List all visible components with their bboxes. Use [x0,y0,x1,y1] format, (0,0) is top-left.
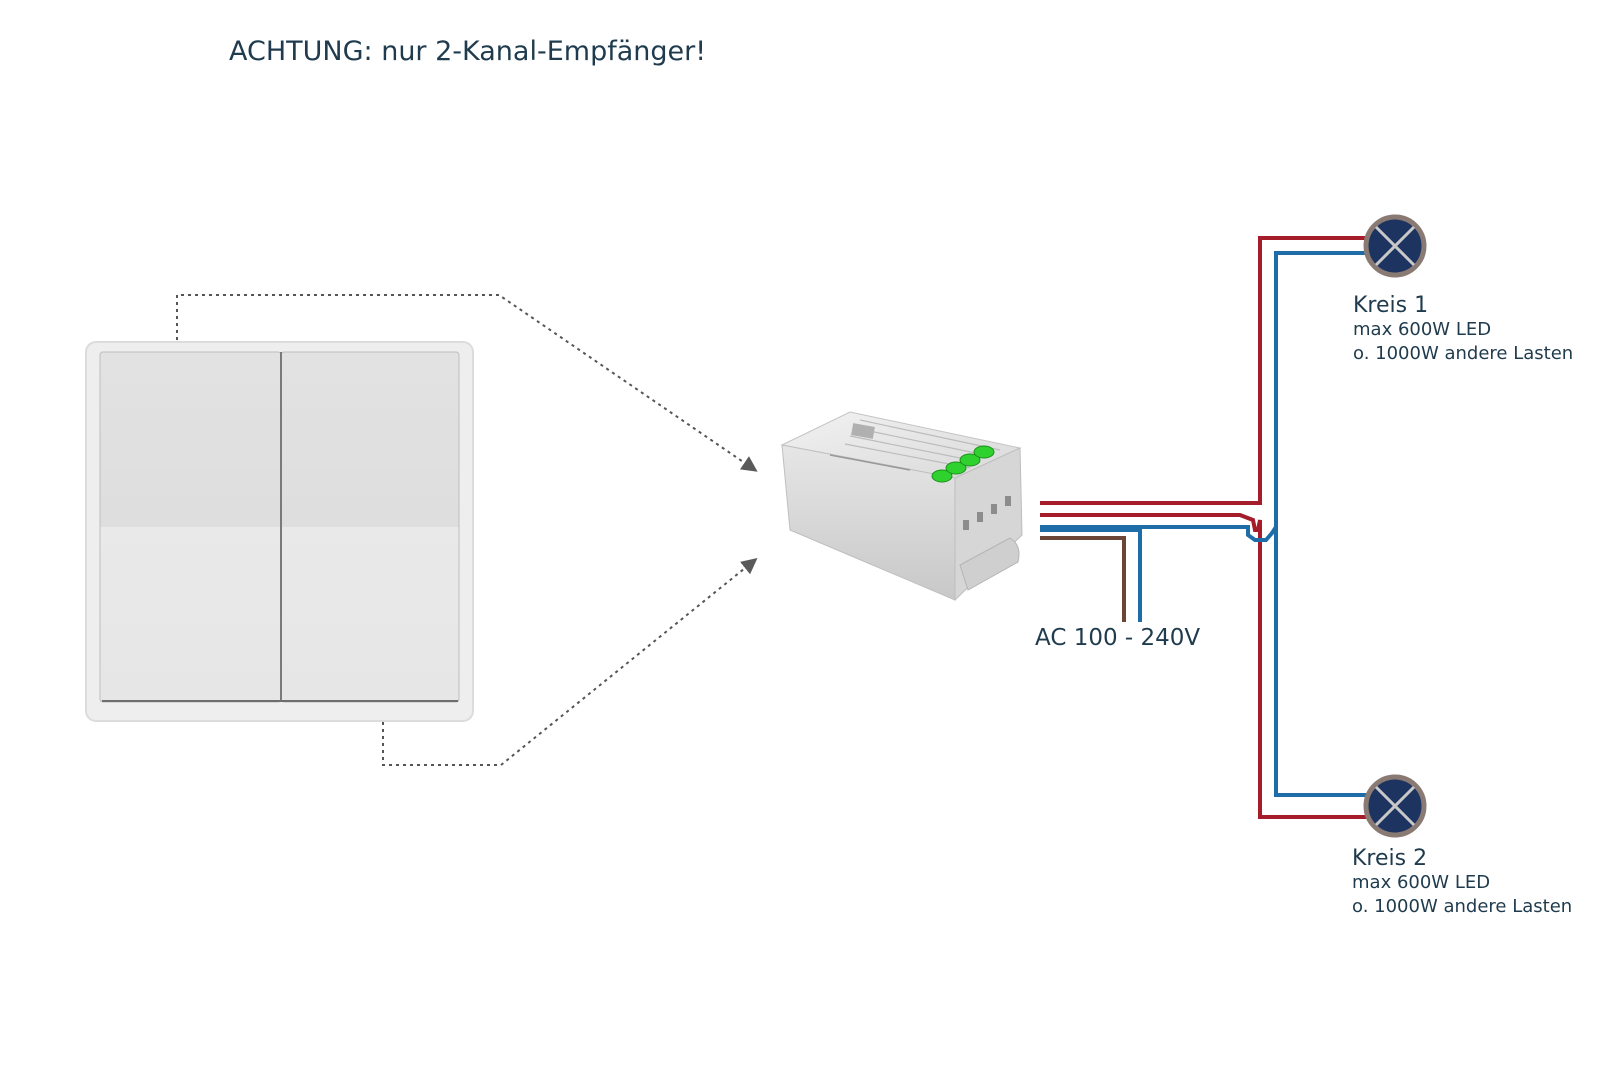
circuit-other-limit: o. 1000W andere Lasten [1352,896,1573,917]
wiring [1040,236,1368,819]
signal-path-lower [382,557,758,766]
circuit-led-limit: max 600W LED [1352,872,1491,893]
circuit1-neutral-wire [1274,251,1368,527]
warning-title: ACHTUNG: nur 2-Kanal-Empfänger! [229,36,707,67]
lamp-icon [1363,774,1427,838]
circuit-led-limit: max 600W LED [1353,319,1492,340]
circuit-2-label: Kreis 2 max 600W LED o. 1000W andere Las… [1352,846,1572,919]
receiver-module-icon [780,411,1023,602]
circuit2-live-wire [1040,513,1368,819]
circuit2-neutral-wire [1040,520,1368,797]
circuit-name: Kreis 2 [1352,846,1428,871]
lamp-icon [1363,214,1427,278]
terminal-block [931,445,995,483]
supply-neutral-wire [1040,528,1142,622]
signal-path-upper [176,294,758,472]
radio-signal-paths [176,294,758,766]
circuit-1-label: Kreis 1 max 600W LED o. 1000W andere Las… [1353,293,1573,366]
wall-switch-icon [85,341,474,722]
supply-voltage-label: AC 100 - 240V [1035,625,1201,651]
circuit1-live-wire [1040,236,1368,505]
circuit-other-limit: o. 1000W andere Lasten [1353,343,1574,364]
circuit-name: Kreis 1 [1353,293,1429,318]
supply-live-wire [1040,536,1126,622]
